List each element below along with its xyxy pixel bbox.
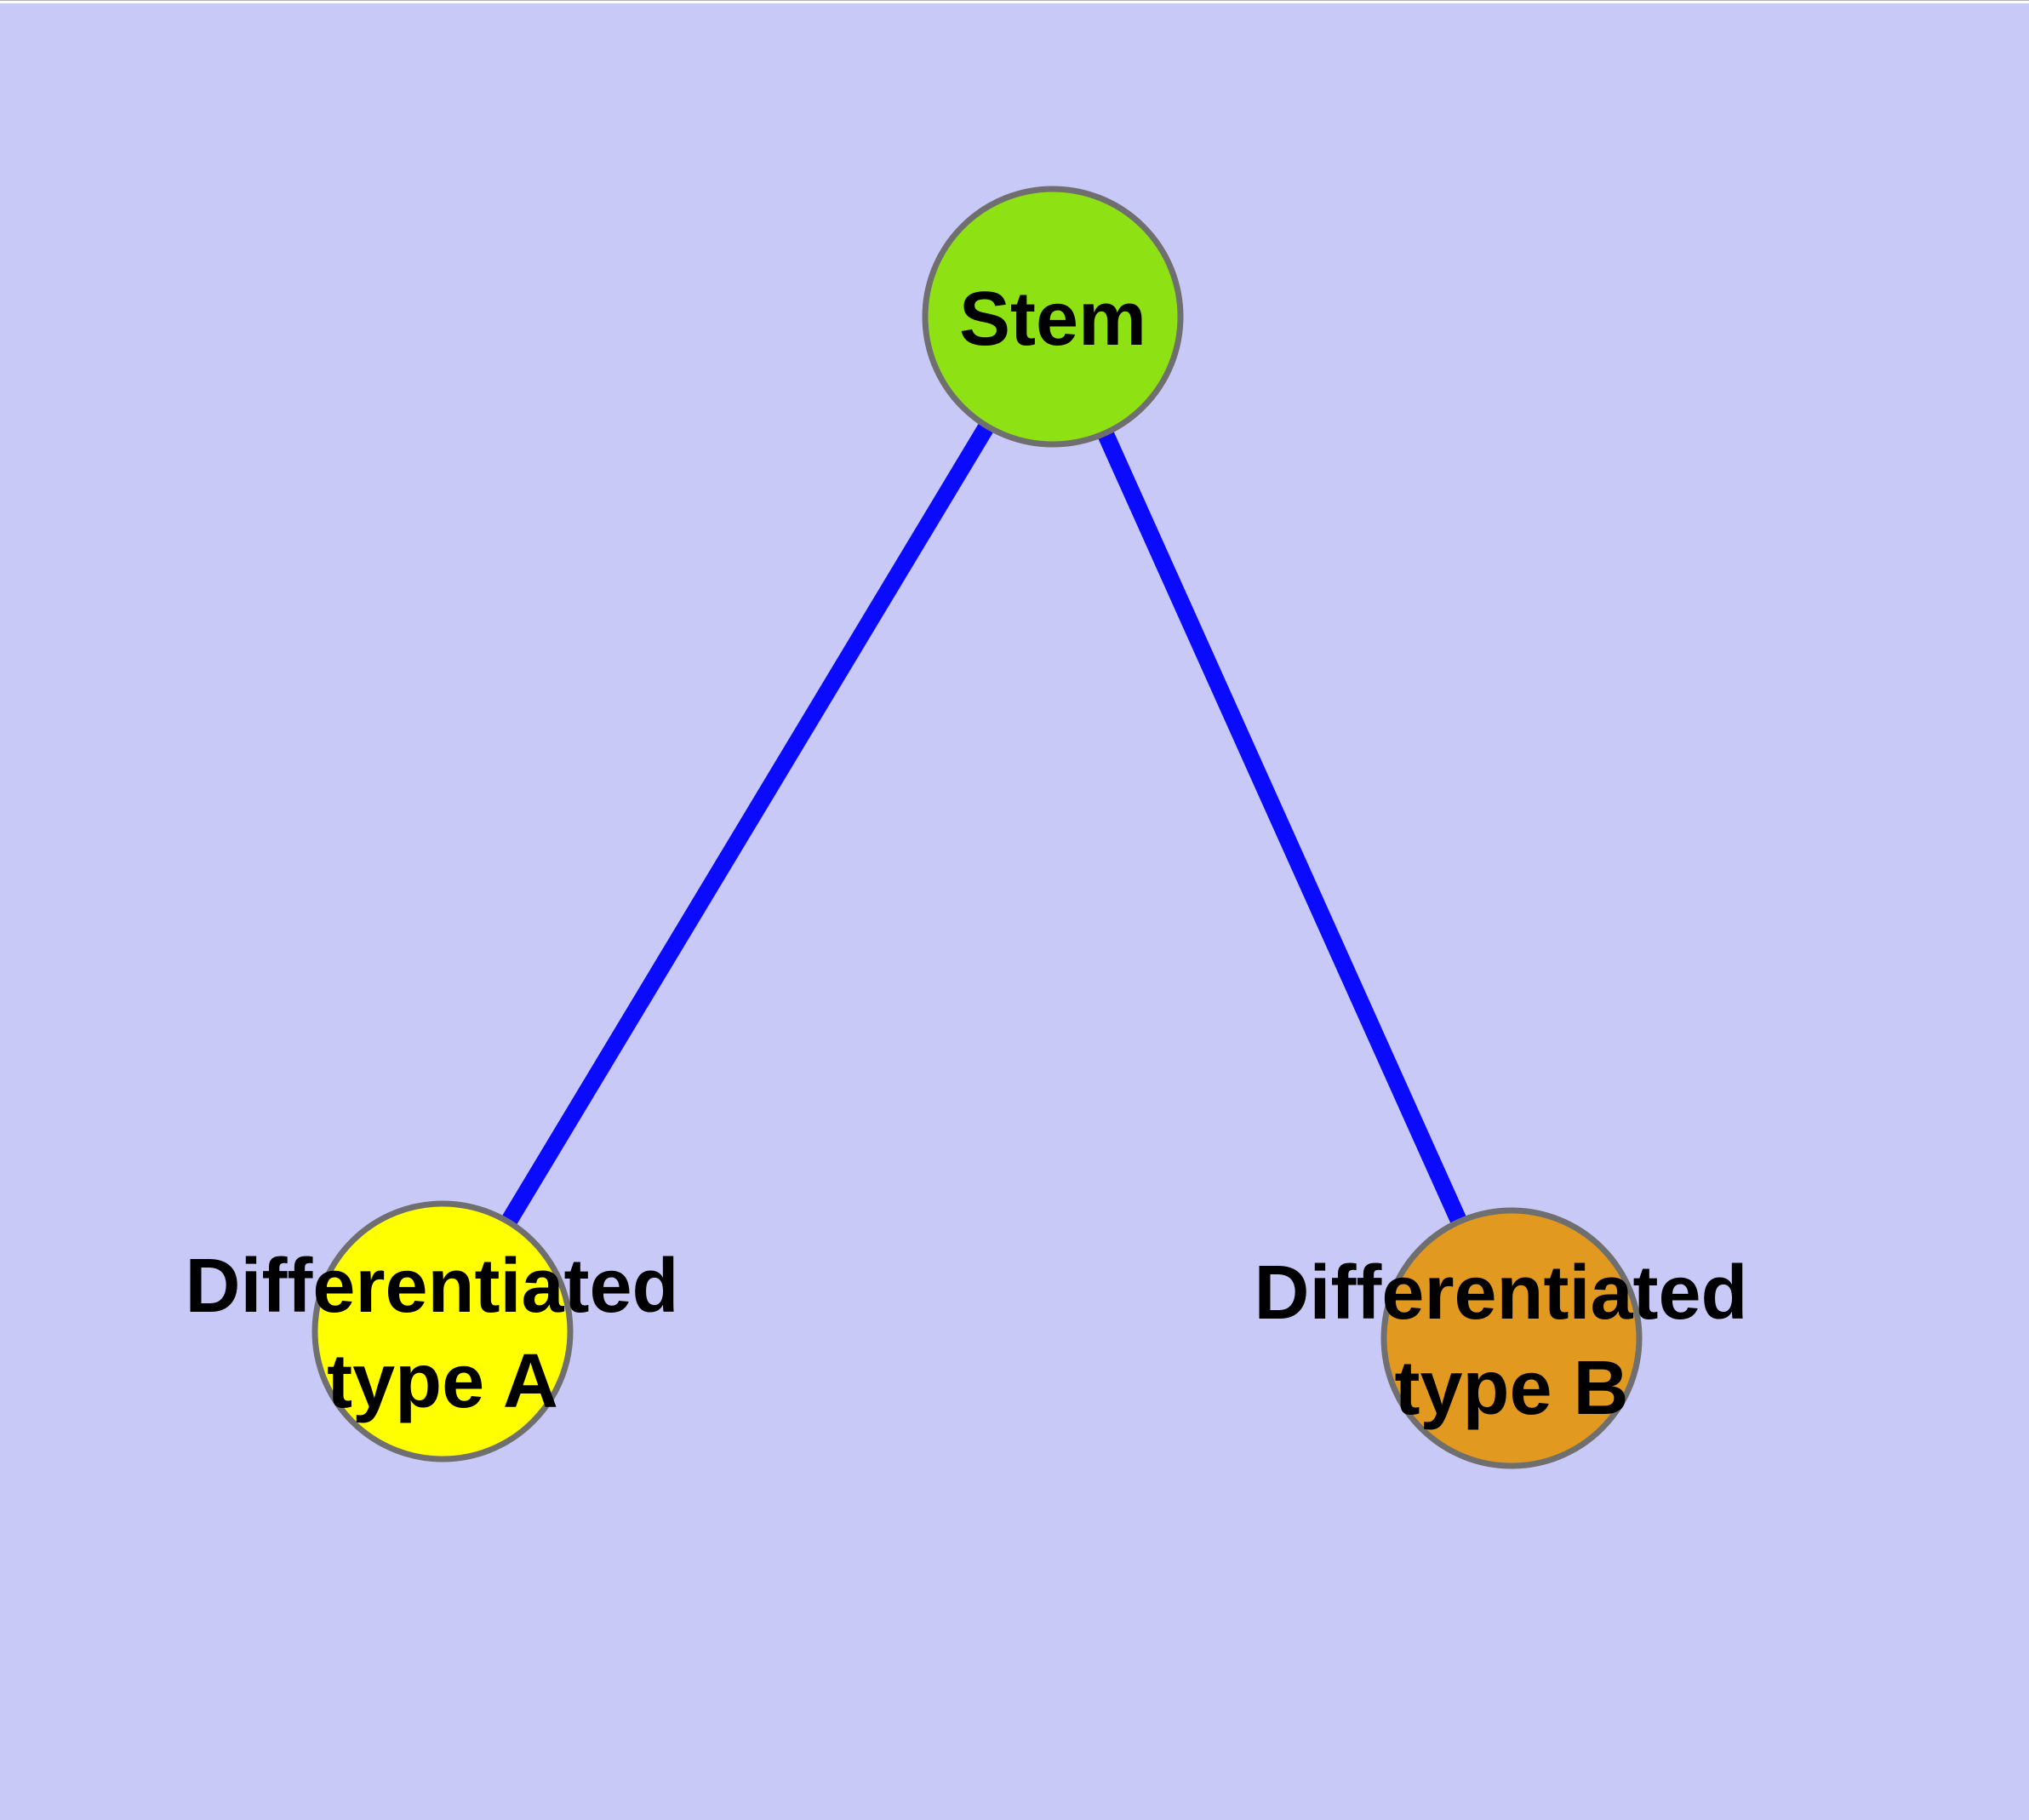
node-type-b-label-line2: type B bbox=[1394, 1346, 1628, 1431]
node-stem-circle bbox=[922, 186, 1184, 448]
edge-stem-to-type-a bbox=[435, 312, 1060, 1336]
node-type-b-label: Differentiated type B bbox=[1254, 1251, 1769, 1431]
node-type-a-label: Differentiated type A bbox=[185, 1244, 700, 1424]
node-type-a-label-line1: Differentiated bbox=[185, 1244, 678, 1329]
node-stem-label: Stem bbox=[959, 277, 1146, 362]
node-type-a-circle bbox=[311, 1200, 574, 1462]
node-type-b-circle bbox=[1380, 1207, 1643, 1469]
node-type-a-label-line2: type A bbox=[327, 1339, 558, 1424]
window-top-hairline bbox=[0, 0, 2029, 1]
window-top-strip bbox=[0, 1, 2029, 3]
node-type-b-label-line1: Differentiated bbox=[1254, 1251, 1747, 1336]
node-differentiated-type-a: Differentiated type A bbox=[185, 1200, 700, 1462]
node-stem: Stem bbox=[922, 186, 1184, 448]
edge-stem-to-type-b bbox=[1044, 312, 1520, 1342]
node-differentiated-type-b: Differentiated type B bbox=[1254, 1207, 1769, 1469]
